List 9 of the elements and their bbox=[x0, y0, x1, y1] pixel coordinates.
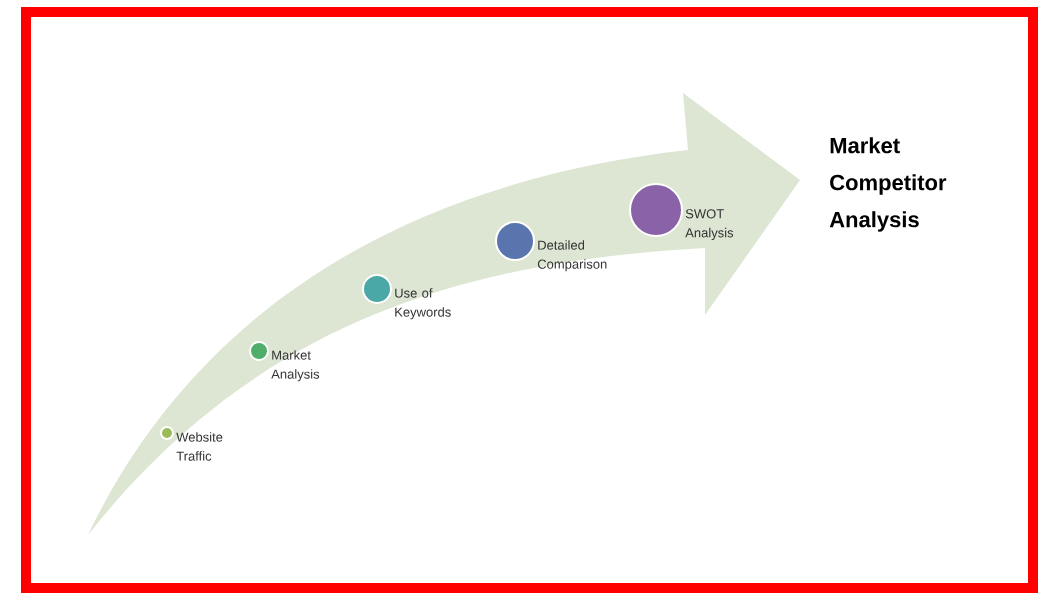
step-label: Use of Keywords bbox=[395, 288, 451, 320]
step-label: Market Analysis bbox=[271, 350, 320, 382]
step-circle bbox=[495, 221, 535, 261]
step-label: Detailed Comparison bbox=[537, 240, 607, 272]
title: Market Competitor Analysis bbox=[829, 137, 947, 232]
step-label: SWOT Analysis bbox=[685, 209, 734, 240]
step-label: Website Traffic bbox=[176, 432, 223, 461]
step-circle bbox=[629, 183, 683, 237]
step-circle bbox=[362, 274, 392, 304]
